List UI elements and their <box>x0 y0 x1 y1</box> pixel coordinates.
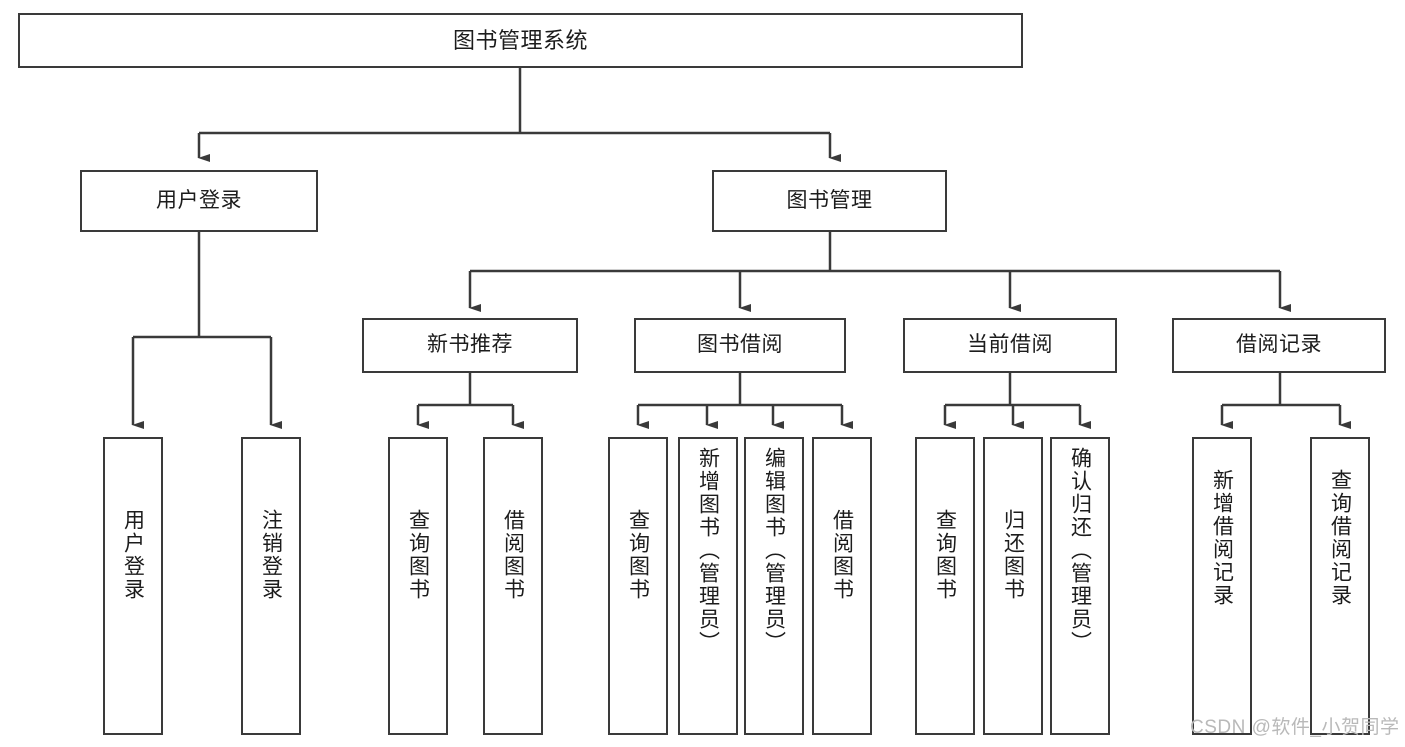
node-label: 编辑图书（管理员） <box>762 447 786 654</box>
leaf-record-add-borrow-record[interactable]: 新增借阅记录 <box>1192 437 1252 735</box>
node-label: 归还图书 <box>1001 509 1025 601</box>
node-label: 用户登录 <box>156 188 242 212</box>
leaf-user-login-signout[interactable]: 注销登录 <box>241 437 301 735</box>
node-label: 借阅记录 <box>1236 333 1322 357</box>
node-label: 当前借阅 <box>967 333 1053 357</box>
node-book-borrow[interactable]: 图书借阅 <box>634 318 846 373</box>
node-label: 图书管理 <box>786 188 873 212</box>
node-current-borrow[interactable]: 当前借阅 <box>903 318 1117 373</box>
leaf-new-book-borrow[interactable]: 借阅图书 <box>483 437 543 735</box>
node-label: 图书借阅 <box>697 333 783 357</box>
node-root-system[interactable]: 图书管理系统 <box>18 13 1023 68</box>
node-label: 查询图书 <box>626 509 650 601</box>
node-label: 新增借阅记录 <box>1210 469 1234 607</box>
node-label: 查询图书 <box>406 509 430 601</box>
node-label: 新书推荐 <box>427 333 513 357</box>
node-label: 用户登录 <box>121 509 145 601</box>
leaf-current-confirm-return-admin[interactable]: 确认归还（管理员） <box>1050 437 1110 735</box>
watermark: CSDN @软件_小贺同学 <box>1190 717 1400 738</box>
node-label: 确认归还（管理员） <box>1068 447 1092 654</box>
leaf-new-book-query[interactable]: 查询图书 <box>388 437 448 735</box>
leaf-borrow-add-book-admin[interactable]: 新增图书（管理员） <box>678 437 738 735</box>
node-label: 查询借阅记录 <box>1328 469 1352 607</box>
node-label: 图书管理系统 <box>452 27 588 53</box>
leaf-borrow-edit-book-admin[interactable]: 编辑图书（管理员） <box>744 437 804 735</box>
leaf-borrow-borrow-book[interactable]: 借阅图书 <box>812 437 872 735</box>
leaf-current-query-book[interactable]: 查询图书 <box>915 437 975 735</box>
node-book-management[interactable]: 图书管理 <box>712 170 947 232</box>
leaf-record-query-borrow-record[interactable]: 查询借阅记录 <box>1310 437 1370 735</box>
node-label: 借阅图书 <box>830 509 854 601</box>
node-new-book-recommend[interactable]: 新书推荐 <box>362 318 578 373</box>
node-label: 借阅图书 <box>501 509 525 601</box>
leaf-user-login-signin[interactable]: 用户登录 <box>103 437 163 735</box>
leaf-borrow-query-book[interactable]: 查询图书 <box>608 437 668 735</box>
node-label: 注销登录 <box>259 509 283 601</box>
node-label: 新增图书（管理员） <box>696 447 720 654</box>
node-label: 查询图书 <box>933 509 957 601</box>
node-user-login[interactable]: 用户登录 <box>80 170 318 232</box>
node-borrow-record[interactable]: 借阅记录 <box>1172 318 1386 373</box>
leaf-current-return-book[interactable]: 归还图书 <box>983 437 1043 735</box>
